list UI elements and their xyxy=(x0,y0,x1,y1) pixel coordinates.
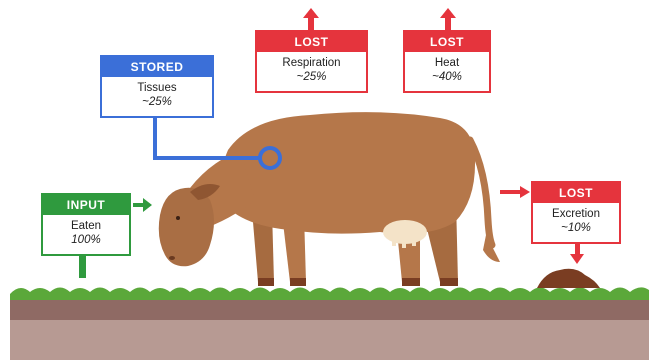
excretion-header: LOST xyxy=(533,183,619,203)
heat-value: ~40% xyxy=(405,70,489,84)
respiration-label: Respiration xyxy=(257,56,366,70)
heat-label: Heat xyxy=(405,56,489,70)
respiration-box: LOST Respiration ~25% xyxy=(255,30,368,93)
input-header: INPUT xyxy=(43,195,129,215)
respiration-arrow-up xyxy=(303,8,319,30)
stored-label: Tissues xyxy=(102,81,212,95)
heat-header: LOST xyxy=(405,32,489,52)
excretion-box: LOST Excretion ~10% xyxy=(531,181,621,244)
cow-illustration xyxy=(159,112,500,286)
heat-box: LOST Heat ~40% xyxy=(403,30,491,93)
heat-arrow-up xyxy=(440,8,456,30)
excretion-value: ~10% xyxy=(533,221,619,235)
input-value: 100% xyxy=(43,233,129,247)
input-arrow-right xyxy=(133,198,152,212)
respiration-header: LOST xyxy=(257,32,366,52)
stored-box: STORED Tissues ~25% xyxy=(100,55,214,118)
stored-value: ~25% xyxy=(102,95,212,109)
excretion-arrow-down xyxy=(570,244,584,264)
grass xyxy=(10,287,649,300)
input-stem xyxy=(79,256,86,278)
input-box: INPUT Eaten 100% xyxy=(41,193,131,256)
ground xyxy=(10,287,649,360)
respiration-value: ~25% xyxy=(257,70,366,84)
input-label: Eaten xyxy=(43,219,129,233)
stored-header: STORED xyxy=(102,57,212,77)
excretion-arrow-in xyxy=(500,186,530,198)
excretion-label: Excretion xyxy=(533,207,619,221)
dung-pile xyxy=(537,269,600,288)
